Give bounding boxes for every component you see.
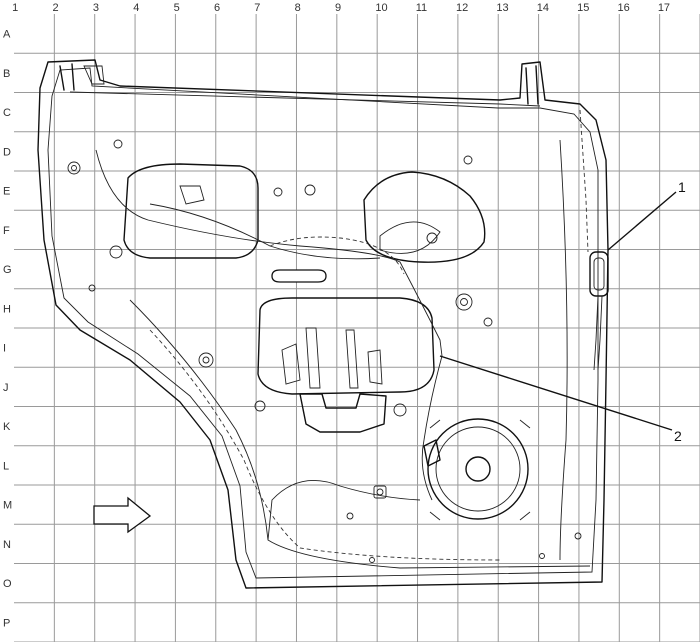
grid-row-label: D bbox=[3, 146, 11, 158]
grid-row-label: G bbox=[3, 264, 12, 276]
grid-row-label: M bbox=[3, 500, 12, 512]
grid-row-label: A bbox=[3, 29, 11, 41]
grid-column-label: 2 bbox=[53, 2, 59, 14]
callout-1-label: 1 bbox=[678, 179, 686, 195]
grid-column-label: 14 bbox=[537, 2, 549, 14]
grid-column-label: 11 bbox=[416, 2, 427, 14]
grid-column-label: 10 bbox=[375, 2, 387, 14]
callout-1-leader bbox=[607, 191, 677, 251]
grid-row-label: C bbox=[3, 107, 11, 119]
grid-row-label: H bbox=[3, 303, 11, 315]
grid-column-label: 17 bbox=[658, 2, 670, 14]
grid-row-label: F bbox=[3, 225, 10, 237]
grid-column-label: 16 bbox=[617, 2, 629, 14]
grid-column-label: 9 bbox=[335, 2, 341, 14]
grid-row-label: I bbox=[3, 343, 6, 355]
grid-row-label: B bbox=[3, 68, 10, 80]
grid-column-label: 6 bbox=[214, 2, 220, 14]
grid-column-label: 4 bbox=[133, 2, 139, 14]
grid-column-label: 7 bbox=[254, 2, 260, 14]
grid-row-label: P bbox=[3, 617, 10, 629]
panel-holes bbox=[67, 139, 582, 563]
grid-column-label: 15 bbox=[577, 2, 589, 14]
grid-row-label: K bbox=[3, 421, 11, 433]
grid-column-label: 3 bbox=[93, 2, 99, 14]
right-arrow-icon bbox=[93, 496, 152, 534]
grid-row-label: E bbox=[3, 186, 10, 198]
grid-column-label: 12 bbox=[456, 2, 468, 14]
grid-column-label: 1 bbox=[12, 2, 18, 14]
callout-2-label: 2 bbox=[674, 428, 682, 444]
grid-row-label: L bbox=[3, 460, 9, 472]
speaker bbox=[423, 418, 531, 521]
grid-column-label: 8 bbox=[295, 2, 301, 14]
grid-row-label: N bbox=[3, 539, 11, 551]
grid-row-label: O bbox=[3, 578, 12, 590]
grid-row-label: J bbox=[3, 382, 9, 394]
grid-column-label: 5 bbox=[174, 2, 180, 14]
grid-row-labels: A B C D E F G H I J K L M N O P bbox=[3, 29, 12, 630]
reference-grid bbox=[14, 14, 700, 642]
harness-connector bbox=[579, 109, 609, 371]
door-inner-panel bbox=[37, 59, 609, 589]
grid-column-label: 13 bbox=[496, 2, 508, 14]
callout-2-leader bbox=[439, 355, 673, 431]
